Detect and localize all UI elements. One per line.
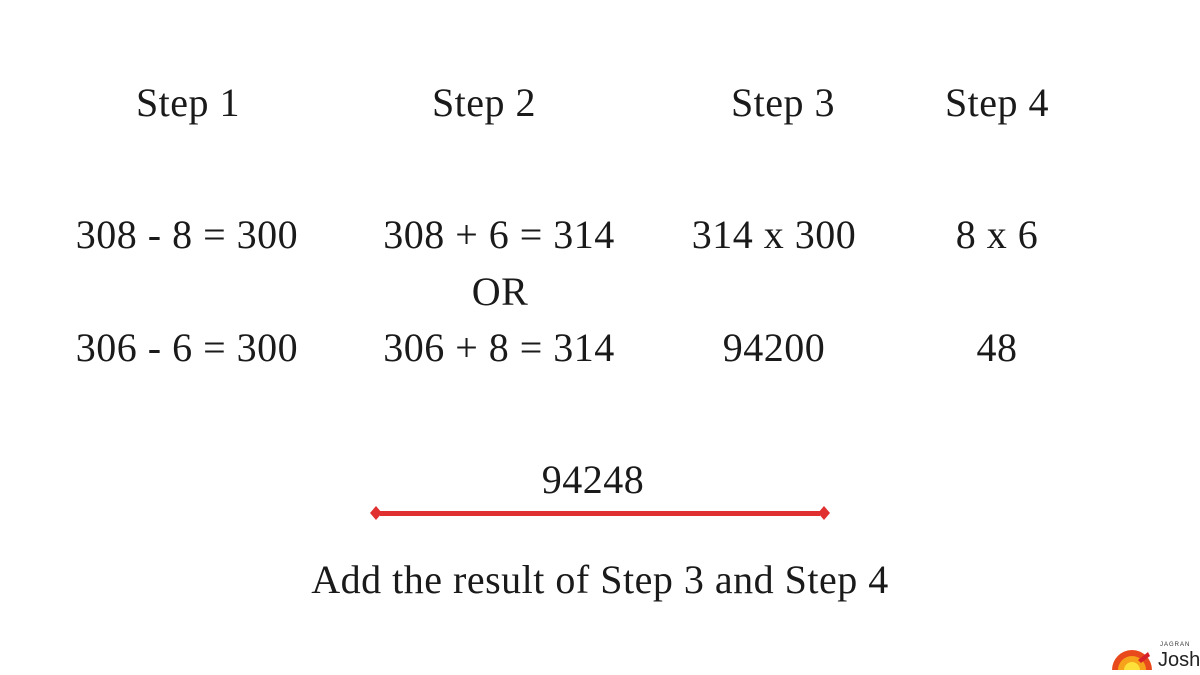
step-4-line-1: 8 x 6	[955, 212, 1039, 257]
step-4-line-2: 48	[976, 325, 1018, 370]
jagran-josh-logo: JAGRAN Josh	[1110, 642, 1200, 672]
sun-logo-icon	[1112, 650, 1152, 670]
step-1-line-1: 308 - 8 = 300	[75, 212, 299, 257]
step-3-line-1: 314 x 300	[691, 212, 857, 257]
or-label: OR	[471, 269, 529, 314]
divider-line	[380, 511, 820, 516]
final-result: 94248	[541, 457, 645, 502]
step-2-line-2: 306 + 8 = 314	[383, 325, 615, 370]
logo-brand: Josh	[1158, 649, 1200, 671]
step-2-title: Step 2	[431, 80, 537, 125]
step-4-title: Step 4	[944, 80, 1050, 125]
step-1-line-2: 306 - 6 = 300	[75, 325, 299, 370]
step-3-title: Step 3	[730, 80, 836, 125]
step-2-line-1: 308 + 6 = 314	[383, 212, 615, 257]
divider-cap-right	[818, 506, 830, 520]
divider-cap-left	[370, 506, 382, 520]
caption: Add the result of Step 3 and Step 4	[311, 557, 889, 602]
step-1-title: Step 1	[135, 80, 241, 125]
step-3-line-2: 94200	[722, 325, 826, 370]
logo-brand-small: JAGRAN	[1160, 642, 1191, 648]
